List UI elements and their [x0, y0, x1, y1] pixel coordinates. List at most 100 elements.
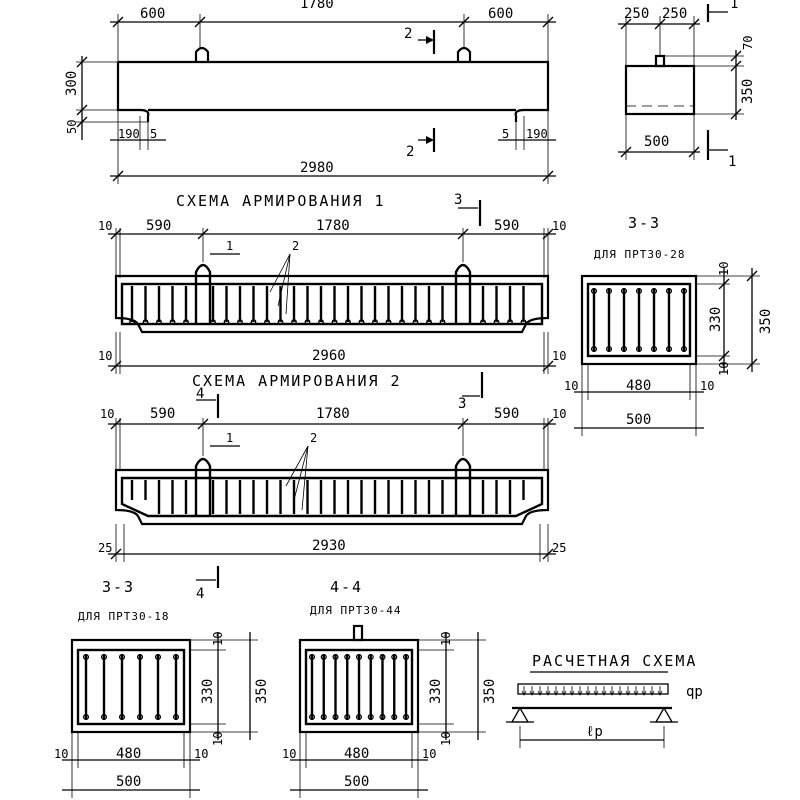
reinforcement-scheme-2: СХЕМА АРМИРОВАНИЯ 2 3 4 10 590 1780 590 … — [98, 372, 566, 602]
bar-end — [507, 319, 513, 325]
load-label: qр — [686, 684, 703, 700]
load-arrow-head — [529, 690, 535, 696]
bar-end — [304, 319, 311, 325]
cross-section-body — [624, 64, 696, 116]
dim-500-cs1: 500 — [644, 134, 669, 150]
dim-5-right: 5 — [502, 127, 509, 141]
dim-330-44: 330 — [428, 679, 444, 704]
longitudinal-bar — [680, 345, 688, 353]
dim-330-33a: 330 — [708, 307, 724, 332]
dim-10-tr-s2: 10 — [552, 407, 566, 421]
longitudinal-bar — [635, 345, 643, 353]
cross-section-1: 250 250 70 350 500 1 1 — [618, 0, 756, 170]
longitudinal-bar — [100, 713, 108, 721]
longitudinal-bar — [590, 345, 598, 353]
longitudinal-bar — [82, 713, 90, 721]
section-33a-outline — [580, 274, 698, 366]
longitudinal-bar — [620, 345, 628, 353]
scheme-1-title: СХЕМА АРМИРОВАНИЯ 1 — [176, 192, 386, 210]
section-33b-subtitle: ДЛЯ ПРТ30-18 — [78, 610, 169, 623]
longitudinal-bar — [172, 653, 180, 661]
longitudinal-bar — [344, 713, 351, 721]
dim-330-33b: 330 — [200, 679, 216, 704]
dim-10-tl-s1: 10 — [98, 219, 112, 233]
bar-end — [169, 319, 176, 325]
section-2-top-label: 2 — [404, 26, 412, 42]
dim-10-top-44: 10 — [439, 632, 453, 646]
dim-480-33b: 480 — [116, 746, 141, 762]
longitudinal-bar — [379, 713, 386, 721]
dim-600-left: 600 — [140, 6, 165, 22]
dim-350-33a: 350 — [758, 309, 774, 334]
longitudinal-bar — [402, 653, 410, 661]
dim-10-tr-s1: 10 — [552, 219, 566, 233]
span-label: ℓр — [586, 724, 603, 740]
loop-1-right-s1 — [454, 263, 472, 324]
scheme-1-frame — [120, 282, 544, 326]
longitudinal-bar — [355, 653, 363, 661]
dim-350-cs1: 350 — [740, 79, 756, 104]
load-arrow-head — [657, 690, 663, 696]
longitudinal-bar — [650, 345, 658, 353]
load-arrow-head — [625, 690, 631, 696]
dim-70: 70 — [741, 36, 755, 50]
load-arrow-head — [561, 690, 567, 696]
longitudinal-bar — [332, 653, 339, 661]
bar-end — [156, 319, 162, 325]
bar-end — [318, 319, 324, 325]
dim-10-top-33a: 10 — [717, 262, 731, 276]
dim-10-left-44: 10 — [282, 747, 296, 761]
section-33b-bars — [82, 653, 180, 721]
dim-350-33b: 350 — [254, 679, 270, 704]
dim-590-left-s2: 590 — [150, 406, 175, 422]
dim-190-right: 190 — [526, 127, 548, 141]
longitudinal-bar — [136, 653, 144, 661]
section-4-4-prt30-44: 4-4 ДЛЯ ПРТ30-44 10 330 350 10 10 480 10… — [282, 578, 498, 798]
longitudinal-bar — [391, 713, 398, 721]
longitudinal-bar — [100, 653, 108, 661]
longitudinal-bar — [172, 713, 180, 721]
section-33b-title: 3-3 — [102, 578, 135, 596]
dim-10-right-33b: 10 — [194, 747, 208, 761]
loop-1-left-s2 — [194, 457, 212, 516]
scheme-2-beam-outline — [114, 468, 550, 526]
design-scheme: РАСЧЕТНАЯ СХЕМА qр ℓр — [506, 652, 703, 748]
section-3-label-s1: 3 — [454, 192, 462, 208]
bar-end — [264, 319, 270, 325]
longitudinal-bar — [680, 287, 688, 295]
longitudinal-bar — [154, 653, 162, 661]
longitudinal-bar — [332, 713, 339, 721]
section-44-subtitle: ДЛЯ ПРТ30-44 — [310, 604, 401, 617]
dim-10-right-44: 10 — [422, 747, 436, 761]
dim-10-bl-s1: 10 — [98, 349, 112, 363]
load-arrow-head — [521, 690, 527, 696]
dim-2930: 2930 — [312, 538, 346, 554]
callout-2-s2: 2 — [310, 431, 317, 445]
loop-1-left-s1 — [194, 263, 212, 324]
load-arrow-head — [537, 690, 543, 696]
longitudinal-bar — [308, 653, 316, 661]
dim-500-44: 500 — [344, 774, 369, 790]
load-arrows — [521, 686, 663, 696]
support-left — [510, 706, 530, 723]
dim-10-top-33b: 10 — [211, 632, 225, 646]
longitudinal-bar — [620, 287, 628, 295]
section-3-3-prt30-28: 3-3 ДЛЯ ПРТ30-28 10 330 350 10 10 480 10… — [564, 214, 774, 436]
dim-10-bottom-33b: 10 — [211, 732, 225, 746]
dim-5-left: 5 — [150, 127, 157, 141]
callout-1-s1: 1 — [226, 239, 233, 253]
section-1-bottom-label: 1 — [728, 154, 736, 170]
longitudinal-bar — [308, 713, 316, 721]
bar-end — [129, 319, 135, 325]
dim-10-bottom-44: 10 — [439, 732, 453, 746]
scheme-2-stirrups — [130, 480, 525, 514]
longitudinal-bar — [402, 713, 410, 721]
dim-2960: 2960 — [312, 348, 346, 364]
bar-end — [520, 319, 527, 325]
bar-end — [439, 319, 446, 325]
longitudinal-bar — [665, 287, 673, 295]
longitudinal-bar — [320, 653, 327, 661]
dim-10-left-33a: 10 — [564, 379, 578, 393]
lifting-loop-right — [456, 46, 472, 62]
section-2-bottom-label: 2 — [406, 144, 414, 160]
